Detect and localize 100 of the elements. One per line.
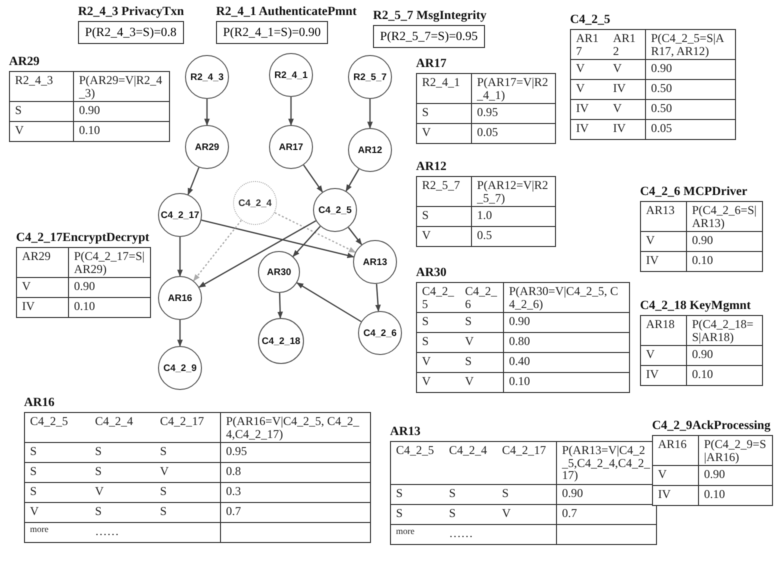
network-node: C4_2_18 xyxy=(258,318,304,364)
table-cell: IV xyxy=(570,120,608,140)
table-cell: V xyxy=(10,122,74,142)
table-cell: S xyxy=(155,502,220,523)
table-cell: V xyxy=(570,80,608,100)
table-cell: 0.40 xyxy=(504,352,630,373)
table-cell: V xyxy=(608,100,646,120)
table-cell: 0.10 xyxy=(698,486,772,506)
table-cell: C4_2_4 xyxy=(90,412,155,443)
prior-probability-box: P(R2_5_7=S)=0.95 xyxy=(373,25,485,48)
arrow xyxy=(348,227,362,246)
table-cell: V xyxy=(497,504,556,524)
table-cell: 0.90 xyxy=(686,346,762,366)
prior-probability-box: P(R2_4_1=S)=0.90 xyxy=(216,21,328,44)
table-cell: 1.0 xyxy=(472,206,556,227)
table-cell: 0.90 xyxy=(74,102,170,122)
table-cell: V xyxy=(16,278,68,298)
arrow xyxy=(367,99,373,129)
table-cell: 0.95 xyxy=(472,104,556,124)
table-cell: IV xyxy=(16,298,68,318)
table-cell: 0.95 xyxy=(220,442,370,463)
table-cell: S xyxy=(10,102,74,122)
table-cell: S xyxy=(390,504,444,524)
table-title: C4_2_6 MCPDriver xyxy=(640,184,748,199)
table-cell: C4_2_5 xyxy=(416,282,460,313)
arrow xyxy=(201,220,354,258)
table-cell: V xyxy=(460,332,504,353)
table-title: R2_5_7 MsgIntegrity xyxy=(373,8,487,23)
network-node: C4_2_6 xyxy=(358,311,402,355)
table-cell: 0.3 xyxy=(220,482,370,503)
table-cell: …… xyxy=(90,522,155,543)
arrow xyxy=(277,292,283,319)
table-cell: AR12 xyxy=(608,30,646,60)
table-cell: …… xyxy=(444,524,497,544)
table-cell: 0.7 xyxy=(556,504,656,524)
table-title: AR12 xyxy=(416,159,447,174)
network-node: C4_2_4 xyxy=(233,181,277,225)
table-cell: 0.90 xyxy=(646,60,736,80)
table-cell: P(C4_2_9=S|AR16) xyxy=(698,436,772,466)
table-cell: C4_2_17 xyxy=(155,412,220,443)
table-title: AR16 xyxy=(24,395,55,410)
network-node: C4_2_5 xyxy=(313,188,357,232)
table-cell: P(AR12=V|R2_5_7) xyxy=(472,176,556,207)
arrow xyxy=(375,284,381,312)
table-cell: S xyxy=(155,482,220,503)
network-node: R2_5_7 xyxy=(348,55,392,99)
table-cell: AR17 xyxy=(570,30,608,60)
arrow xyxy=(303,164,323,193)
table-cell: R2_5_7 xyxy=(416,176,472,207)
table-cell: S xyxy=(416,104,472,124)
table-cell: 0.10 xyxy=(686,366,762,386)
table-cell: V xyxy=(608,60,646,80)
network-node: AR29 xyxy=(185,125,229,169)
arrow xyxy=(346,168,360,192)
table-cell: S xyxy=(90,462,155,483)
table-cell: V xyxy=(416,124,472,144)
table-cell: AR18 xyxy=(640,316,686,346)
table-cell: S xyxy=(460,312,504,333)
table-title: AR13 xyxy=(390,424,421,439)
table-title: C4_2_17EncryptDecrypt xyxy=(16,230,150,245)
table-cell: S xyxy=(416,332,460,353)
network-node: R2_4_3 xyxy=(185,55,229,99)
table-title: C4_2_5 xyxy=(570,12,610,27)
table-cell: S xyxy=(444,504,497,524)
table-cell: P(AR30=V|C4_2_5, C4_2_6) xyxy=(504,282,630,313)
table-title: C4_2_9AckProcessing xyxy=(652,418,771,433)
table-cell: S xyxy=(155,442,220,463)
table-cell: S xyxy=(390,484,444,504)
table-cell: V xyxy=(460,372,504,393)
table-cell: P(C4_2_6=S|AR13) xyxy=(686,202,762,232)
table-cell: S xyxy=(444,484,497,504)
arrow xyxy=(204,99,210,126)
table-cell: IV xyxy=(608,80,646,100)
network-node: AR13 xyxy=(353,240,397,284)
table-cell: S xyxy=(24,462,90,483)
table-cell: S xyxy=(416,312,460,333)
network-node: AR16 xyxy=(158,276,202,320)
table-cell: 0.05 xyxy=(472,124,556,144)
network-node: AR12 xyxy=(348,128,392,172)
table-cell: 0.10 xyxy=(68,298,150,318)
network-node: AR30 xyxy=(258,251,300,293)
table-cell: V xyxy=(570,60,608,80)
arrow xyxy=(193,220,242,282)
table-cell: P(AR17=V|R2_4_1) xyxy=(472,74,556,104)
table-cell: S xyxy=(497,484,556,504)
table-cell: 0.90 xyxy=(68,278,150,298)
table-cell: IV xyxy=(570,100,608,120)
table-cell: V xyxy=(90,482,155,503)
table-title: R2_4_3 PrivacyTxn xyxy=(78,4,184,19)
network-node: AR17 xyxy=(269,125,313,169)
table-title: R2_4_1 AuthenticatePmnt xyxy=(216,4,357,19)
arrow xyxy=(198,220,316,288)
table-cell: P(C4_2_5=S|AR17, AR12) xyxy=(646,30,736,60)
table-cell: S xyxy=(460,352,504,373)
table-cell: 0.90 xyxy=(686,232,762,252)
table-cell: IV xyxy=(608,120,646,140)
table-cell: V xyxy=(416,372,460,393)
table-cell: P(C4_2_17=S|AR29) xyxy=(68,248,150,278)
table-cell: V xyxy=(155,462,220,483)
table-cell: IV xyxy=(652,486,698,506)
